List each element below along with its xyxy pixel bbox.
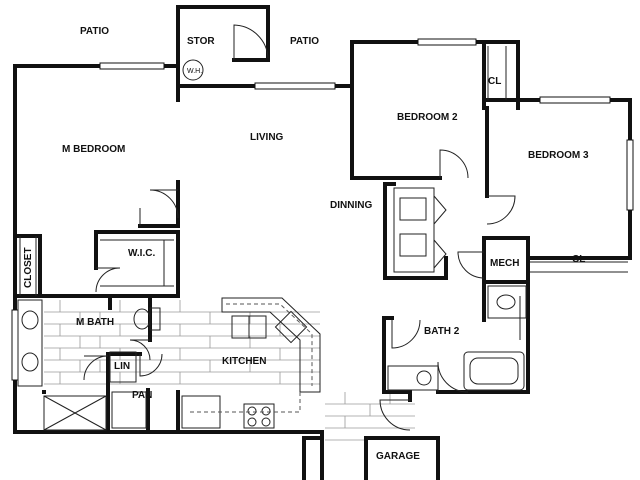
tile-area-entry [325, 392, 415, 441]
label-bath-2: BATH 2 [424, 326, 460, 337]
label-bedroom-3: BEDROOM 3 [528, 150, 589, 161]
label-closet: CLOSET [23, 247, 34, 288]
bathtub-icon [463, 351, 525, 391]
sink-icon [21, 352, 39, 372]
fixtures [17, 46, 628, 431]
toilet-icon [496, 294, 516, 310]
label-patio-left: PATIO [80, 26, 109, 37]
label-living: LIVING [250, 132, 284, 143]
walls [13, 5, 632, 480]
doors [83, 24, 516, 431]
label-pan: PAN [132, 390, 152, 401]
label-wh: W.H. [187, 68, 202, 75]
windows [11, 38, 634, 381]
label-cl-top: CL [488, 76, 501, 87]
label-patio-right: PATIO [290, 36, 319, 47]
tile-area-m-bath [44, 300, 154, 395]
sink-icon [21, 310, 39, 330]
label-lin: LIN [114, 361, 130, 372]
label-garage: GARAGE [376, 451, 420, 462]
water-heater [182, 59, 204, 81]
stove-icon [243, 403, 275, 429]
tile-area-kitchen [154, 300, 320, 385]
label-bedroom-2: BEDROOM 2 [397, 112, 458, 123]
room-labels: PATIO STOR W.H. PATIO CL BEDROOM 2 BEDRO… [23, 26, 589, 462]
label-m-bath: M BATH [76, 317, 114, 328]
label-cl-right: CL [572, 254, 585, 265]
sink-icon [416, 370, 432, 386]
label-stor: STOR [187, 36, 215, 47]
toilet-icon [133, 308, 151, 330]
label-kitchen: KITCHEN [222, 356, 266, 367]
label-m-bedroom: M BEDROOM [62, 144, 125, 155]
label-wic: W.I.C. [128, 248, 155, 259]
label-dinning: DINNING [330, 200, 372, 211]
dishwasher-icon [274, 310, 308, 344]
label-mech: MECH [490, 258, 519, 269]
